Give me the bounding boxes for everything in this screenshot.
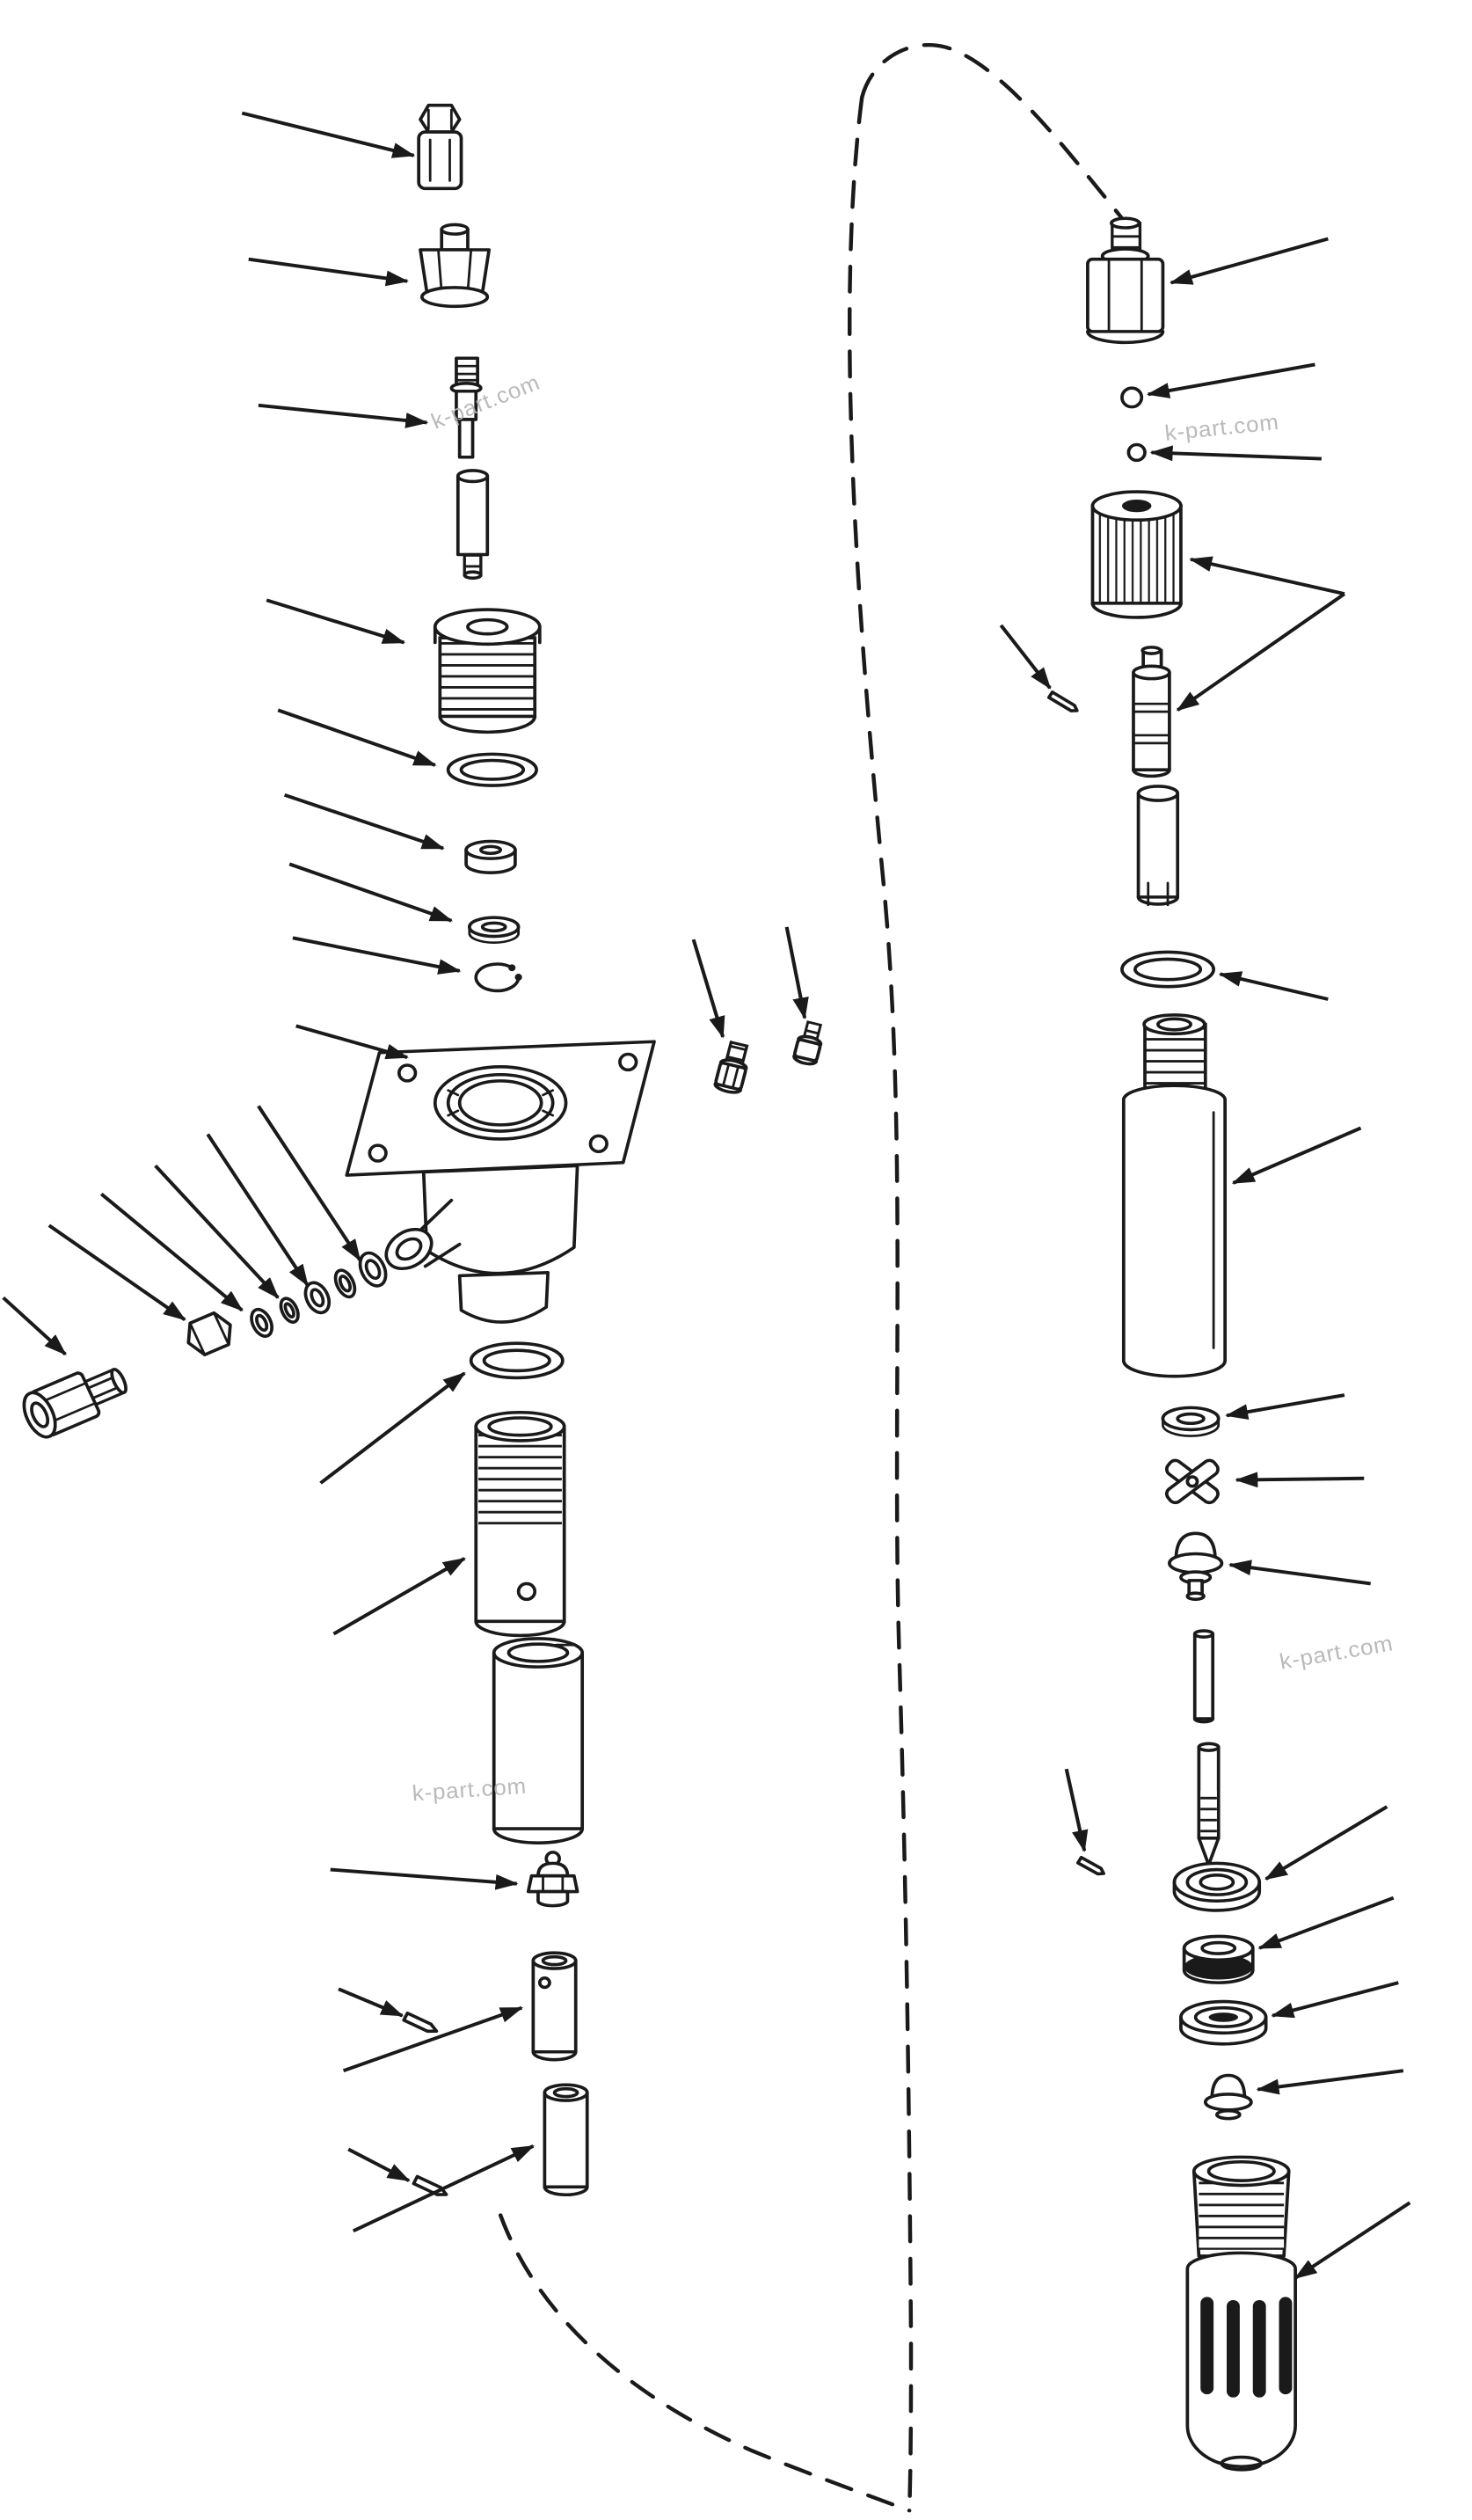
part-spider-retainer <box>1164 1458 1220 1505</box>
part-cylinder-sleeve <box>492 1637 585 1844</box>
part-strainer-foot-valve <box>1185 2155 1297 2472</box>
part-flat-washer <box>467 916 521 945</box>
part-washer-stack <box>250 1251 388 1338</box>
leader-arrow <box>277 708 437 767</box>
part-dowel-pin <box>1046 690 1079 712</box>
assembly-dashed-line <box>498 42 1125 2513</box>
leader-arrow <box>999 624 1052 690</box>
leader-arrow <box>1146 362 1315 398</box>
leader-arrow <box>342 2005 524 2073</box>
leader-arrow <box>352 2144 536 2233</box>
leader-arrow <box>691 939 725 1039</box>
leader-arrow <box>1228 1559 1371 1586</box>
part-valve-body <box>345 1040 656 1324</box>
part-grease-fitting <box>526 1851 579 1908</box>
part-spacer-tube-2 <box>543 2083 589 2197</box>
part-spool-sleeve <box>1136 785 1180 907</box>
part-cap-nut <box>417 103 463 191</box>
part-check-ball-2 <box>1126 442 1147 463</box>
leader-arrow <box>1293 2201 1411 2280</box>
part-spring-guide <box>455 469 490 581</box>
part-elbow-fitting <box>22 1368 128 1439</box>
part-seal-stack <box>1182 1934 1255 1984</box>
part-seal-washer <box>464 839 517 874</box>
leader-arrow <box>338 1987 404 2018</box>
part-valve-spool <box>1132 646 1171 778</box>
leader-arrow <box>47 1223 186 1321</box>
leader-arrow <box>1225 1393 1345 1420</box>
leader-arrow <box>258 403 429 428</box>
part-knurled-plug <box>1090 490 1183 619</box>
leader-arrow <box>257 1105 361 1262</box>
leader-arrows <box>2 111 1411 2280</box>
part-check-ball-1 <box>1120 386 1144 409</box>
leader-arrow <box>1257 1895 1395 1950</box>
leader-arrow <box>1149 445 1322 462</box>
leader-arrow <box>154 1165 280 1299</box>
part-jam-nut <box>186 1311 232 1356</box>
leader-arrow <box>241 111 416 158</box>
part-push-rod <box>1192 1629 1215 1724</box>
leader-arrow <box>2 1296 67 1356</box>
part-o-ring-large <box>469 1341 565 1380</box>
part-roll-pin-3 <box>1076 1855 1105 1876</box>
part-packing-gland <box>433 608 542 734</box>
leader-arrow <box>1256 2069 1404 2095</box>
leader-arrow <box>1169 237 1329 285</box>
part-inlet-fitting <box>1086 216 1165 345</box>
part-cylinder-housing <box>1121 1013 1227 1378</box>
leader-arrow <box>99 1192 244 1312</box>
leader-arrow <box>319 1371 466 1485</box>
leader-arrow <box>1264 1805 1388 1881</box>
leader-arrow <box>784 926 809 1020</box>
part-spacer-tube-1 <box>531 1951 578 2062</box>
leader-arrow <box>1218 971 1329 1001</box>
leader-arrow <box>1189 556 1345 596</box>
leader-arrow <box>295 1024 409 1060</box>
leader-arrow <box>206 1133 310 1287</box>
part-bolt <box>713 1040 749 1094</box>
leader-arrow <box>1235 1472 1365 1488</box>
part-screw <box>792 1020 823 1066</box>
leader-arrow <box>330 1867 519 1890</box>
part-poppet-upper <box>1168 1531 1224 1602</box>
leader-arrow <box>248 257 409 287</box>
part-valve-stem <box>449 356 483 459</box>
part-o-ring-upper <box>446 752 538 787</box>
leader-arrow <box>1064 1768 1089 1852</box>
part-poppet-lower <box>1203 2073 1253 2121</box>
leader-arrow <box>1231 1126 1362 1185</box>
part-roll-pin-1 <box>402 2011 439 2034</box>
watermark-text: k-part.com <box>428 370 544 434</box>
leader-arrow <box>288 862 454 923</box>
part-threaded-sleeve <box>474 1410 566 1638</box>
watermark-text: k-part.com <box>1163 410 1280 445</box>
part-adjusting-plug <box>419 223 491 309</box>
part-valve-seat <box>1172 1861 1262 1912</box>
leader-arrow <box>1271 1981 1399 2019</box>
part-needle-stem <box>1197 1742 1221 1866</box>
part-lock-washer <box>1161 1406 1221 1437</box>
leader-arrow <box>1176 592 1346 712</box>
part-o-ring-right <box>1120 950 1215 989</box>
part-snap-ring <box>474 962 522 993</box>
leader-arrow <box>266 598 406 645</box>
leader-arrow <box>347 2147 411 2182</box>
leader-arrow <box>292 936 462 975</box>
leader-arrow <box>332 1557 466 1636</box>
watermark-text: k-part.com <box>1278 1632 1395 1675</box>
part-seat-ring <box>1179 1999 1268 2046</box>
leader-arrow <box>283 793 445 851</box>
